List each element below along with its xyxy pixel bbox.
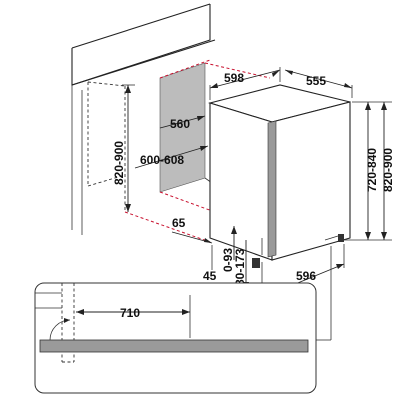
- label-0-93: 0-93: [221, 248, 235, 272]
- label-45: 45: [203, 269, 217, 283]
- dim-598: 598: [209, 67, 281, 100]
- dim-720-840: 720-840: [352, 101, 392, 240]
- dim-600-608: 600-608: [134, 145, 209, 169]
- adjustable-foot-rear: [338, 234, 344, 242]
- door-panel: [39, 339, 309, 353]
- detail-connector: [315, 246, 332, 341]
- label-65: 65: [172, 216, 186, 230]
- dim-820-900-right: 820-900: [344, 102, 395, 241]
- adjustable-foot: [252, 258, 260, 268]
- label-560: 560: [170, 117, 190, 131]
- dim-820-900-left: 820-900: [112, 84, 135, 212]
- detail-inset: [34, 282, 317, 394]
- label-80-173: 80-173: [233, 248, 247, 286]
- dim-45: 45: [203, 245, 217, 283]
- dim-65: 65: [171, 216, 213, 244]
- worktop: [71, 3, 216, 235]
- label-600-608: 600-608: [140, 153, 184, 167]
- cabinet-outline: [87, 81, 126, 212]
- dim-555: 555: [284, 69, 353, 98]
- label-598: 598: [224, 71, 244, 85]
- label-720-840: 720-840: [365, 148, 379, 192]
- dishwasher: [207, 84, 351, 268]
- dim-710: 710: [76, 295, 191, 338]
- dim-560: 560: [159, 115, 206, 131]
- label-596: 596: [296, 269, 316, 283]
- label-820-900-left: 820-900: [112, 141, 126, 185]
- front-panel: [267, 120, 277, 258]
- label-555: 555: [306, 74, 326, 88]
- label-820-900-right: 820-900: [381, 148, 395, 192]
- dim-0-93: 0-93: [221, 226, 237, 272]
- label-710: 710: [120, 306, 140, 320]
